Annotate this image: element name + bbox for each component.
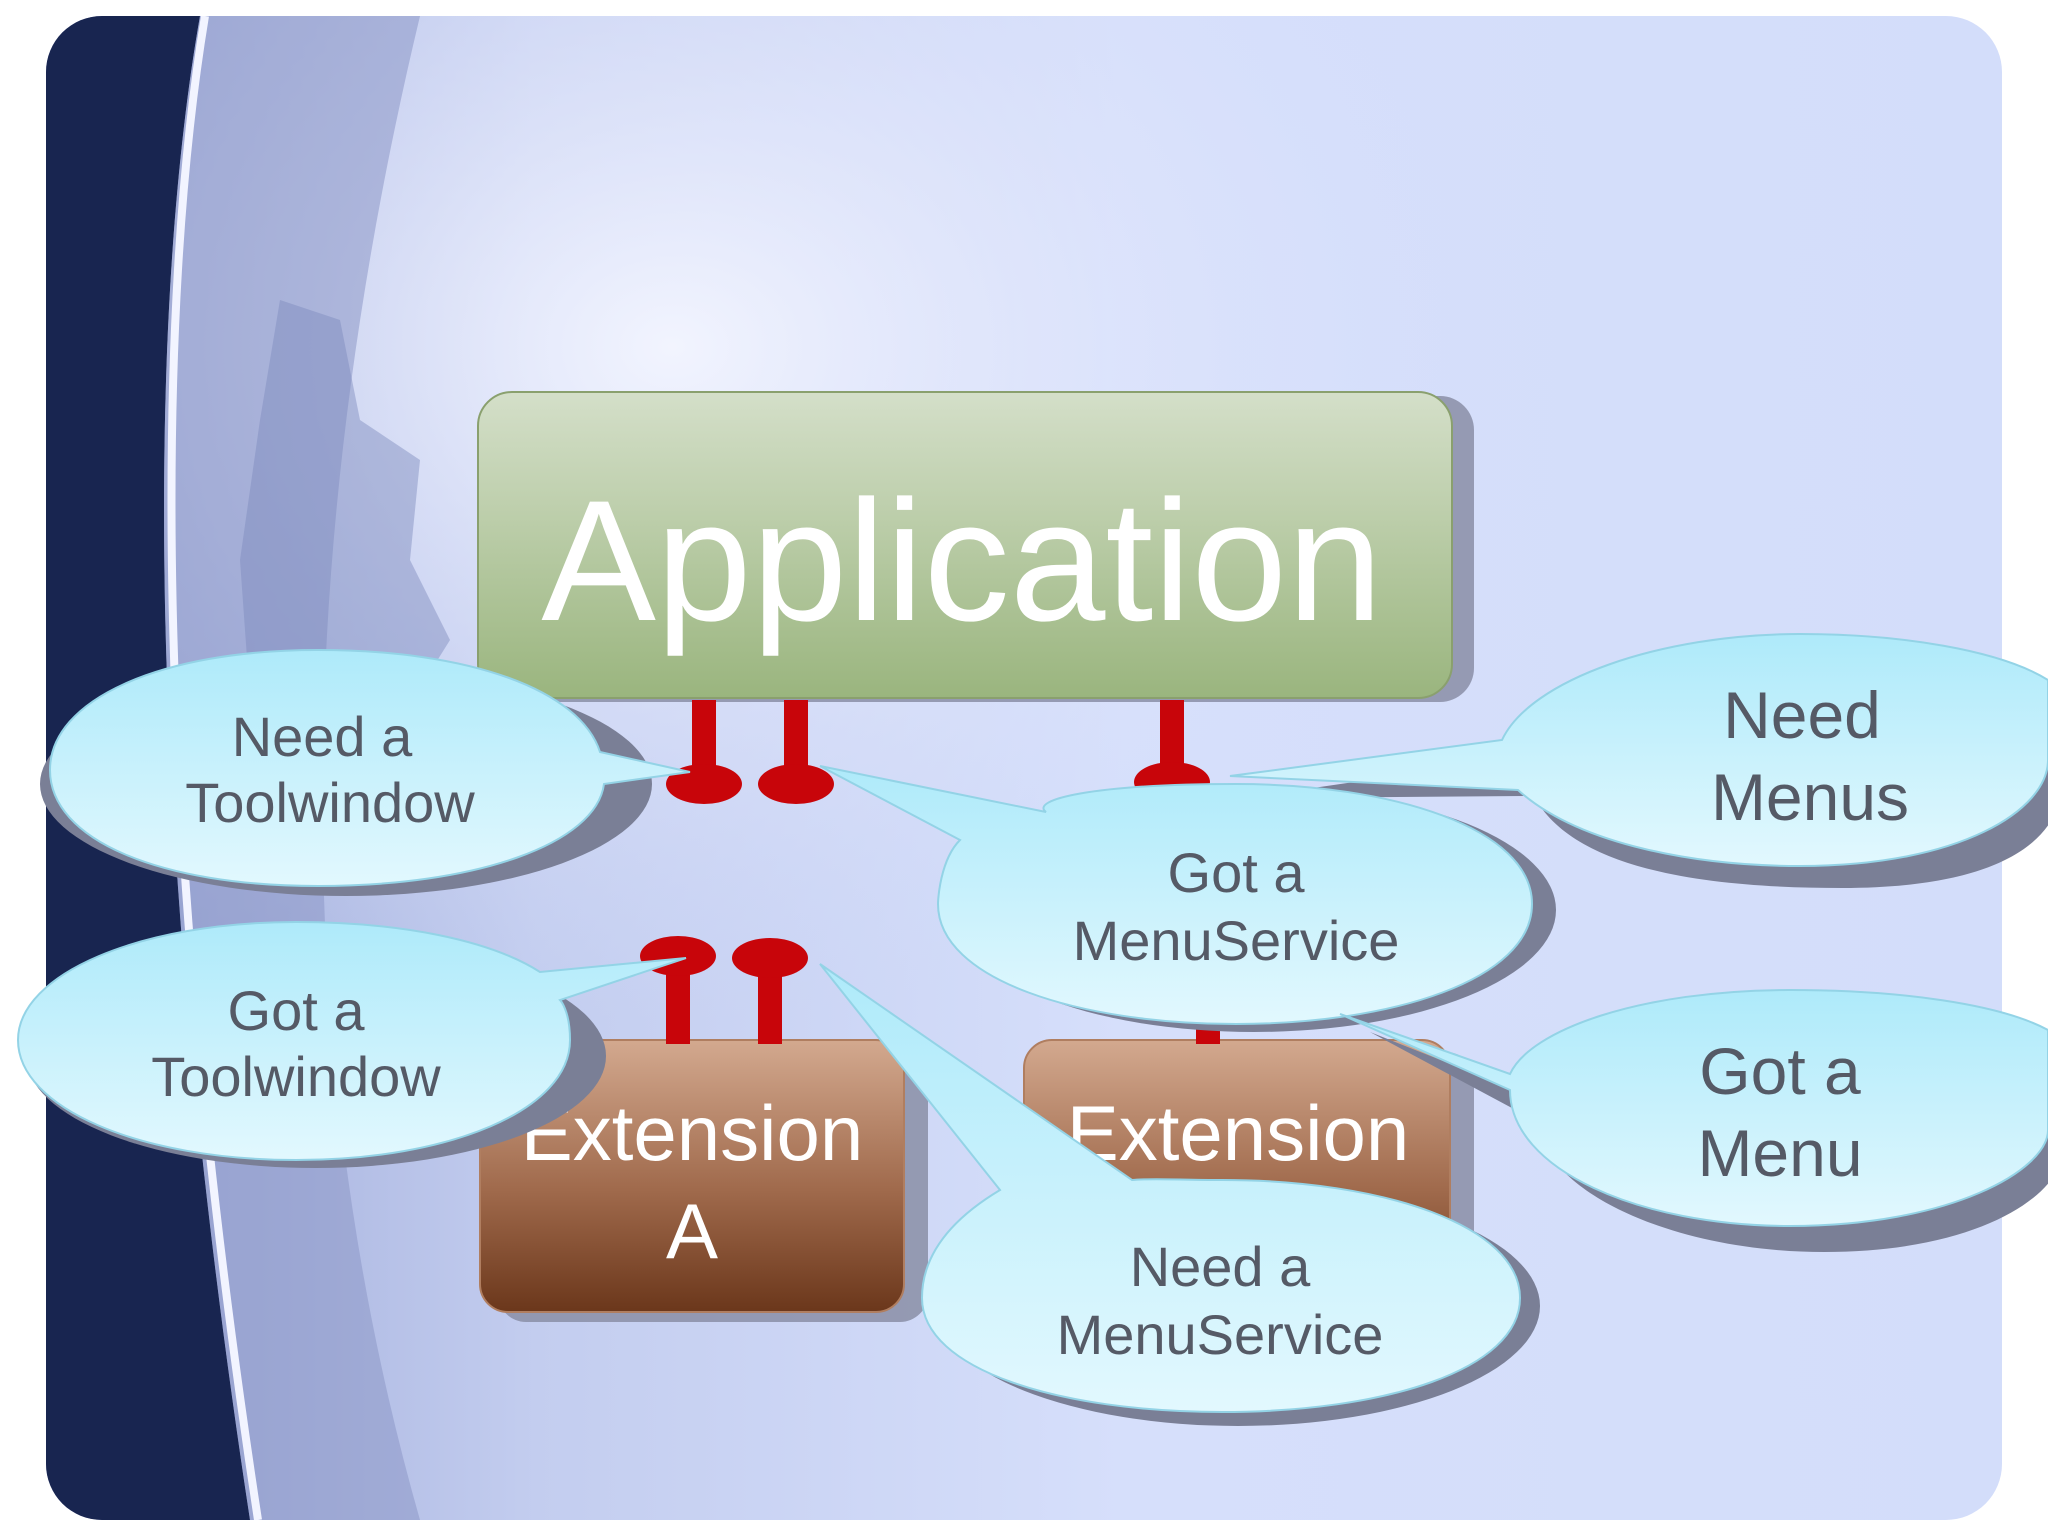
ext-a-pin-2-cap — [732, 938, 808, 978]
callout-need-menuservice: Need a MenuService — [819, 963, 1540, 1426]
got-toolwindow-line2: Toolwindow — [151, 1045, 441, 1108]
extension-a-label-line2: A — [666, 1187, 718, 1275]
got-menuservice-line1: Got a — [1168, 841, 1306, 904]
need-menuservice-line2: MenuService — [1057, 1303, 1384, 1366]
need-menus-line2: Menus — [1711, 760, 1909, 834]
decorative-globe-rim — [167, 16, 262, 1520]
need-toolwindow-line1: Need a — [232, 705, 413, 768]
got-menu-line2: Menu — [1697, 1116, 1862, 1190]
callout-need-menus: Need Menus — [1229, 632, 2048, 888]
got-toolwindow-line1: Got a — [228, 979, 366, 1042]
need-menuservice-line1: Need a — [1130, 1235, 1311, 1298]
application-label: Application — [541, 465, 1382, 657]
app-pin-2 — [784, 700, 808, 774]
got-menuservice-line2: MenuService — [1073, 909, 1400, 972]
need-menus-line1: Need — [1723, 678, 1881, 752]
decorative-gear — [240, 300, 450, 760]
app-pin-3 — [1160, 700, 1184, 774]
app-pin-2-cap — [758, 764, 834, 804]
callout-need-toolwindow: Need a Toolwindow — [40, 648, 691, 896]
callout-got-menuservice: Got a MenuService — [819, 765, 1556, 1032]
got-menu-line1: Got a — [1699, 1034, 1861, 1108]
callout-got-toolwindow: Got a Toolwindow — [16, 920, 687, 1168]
app-pin-1-cap — [666, 764, 742, 804]
callout-got-menu: Got a Menu — [1339, 988, 2048, 1252]
extension-b-label: Extension — [1067, 1089, 1410, 1177]
application-node: Application — [477, 391, 1474, 702]
app-pin-1 — [692, 700, 716, 774]
need-toolwindow-line2: Toolwindow — [185, 771, 475, 834]
